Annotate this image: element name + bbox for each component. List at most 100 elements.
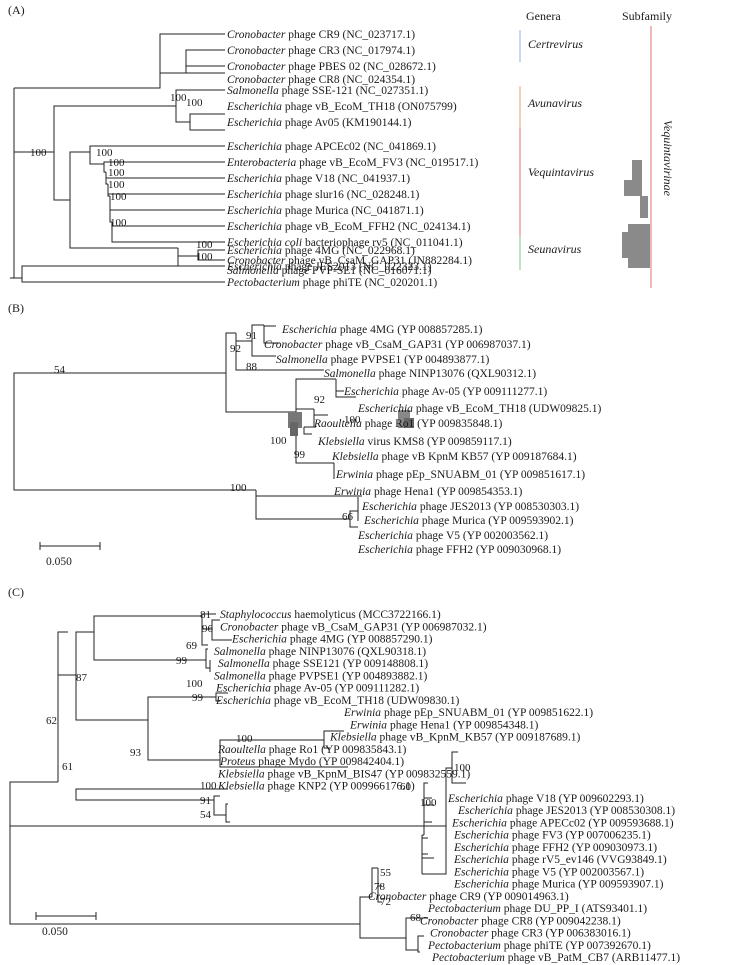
bootstrap-value: 61 — [62, 761, 73, 773]
bootstrap-value: 100 — [236, 733, 253, 745]
genera-column: CertrevirusAvunavirusVequintavirusSeunav… — [519, 26, 675, 288]
taxon-label: Klebsiella phage vB_KpnM_BIS47 (YP 00983… — [217, 768, 470, 780]
bootstrap-value: 100 — [230, 482, 247, 494]
bootstrap-value: 91 — [200, 795, 211, 807]
taxon-label: Raoultella phage Ro1 (YP 009835843.1) — [217, 744, 407, 756]
taxon-label: Cronobacter phage CR8 (YP 009042238.1) — [420, 915, 621, 927]
taxon-label: Salmonella phage NINP13076 (QXL90318.1) — [214, 646, 426, 658]
taxon-label: Escherichia phage vB_EcoM_TH18 (UDW09830… — [215, 695, 460, 707]
taxon-label: Escherichia phage FFH2 (YP 009030973.1) — [453, 842, 657, 854]
taxon-label: Escherichia phage FFH2 (YP 009030968.1) — [357, 544, 561, 556]
taxon-label: Cronobacter phage CR9 (YP 009014963.1) — [368, 891, 569, 903]
taxon-label: Cronobacter phage CR8 (NC_024354.1) — [227, 74, 415, 86]
taxon-label: Salmonella phage PVPSE1 (YP 004893877.1) — [276, 354, 489, 366]
taxon-label: Erwinia phage Hena1 (YP 009854353.1) — [333, 486, 523, 498]
bootstrap-value: 100 — [344, 414, 361, 426]
taxon-label: Escherichia phage JES2013 (YP 008530308.… — [457, 805, 675, 817]
genus-label: Avunavirus — [527, 96, 582, 110]
taxon-label: Escherichia phage Av-05 (YP 009111277.1) — [343, 386, 547, 398]
taxon-label: Escherichia phage JES2013 (NC_022323.1) — [226, 261, 432, 273]
bootstrap-value: 72 — [380, 896, 391, 908]
bootstrap-value: 78 — [374, 881, 386, 893]
taxon-label: Pectobacterium phage phiTE (YP 007392670… — [427, 940, 651, 952]
bootstrap-value: 54 — [200, 809, 212, 821]
bootstrap-value: 100 — [96, 147, 113, 159]
panel-c-scale-bar — [35, 912, 97, 920]
taxon-label: Escherichia phage V5 (YP 002003567.1) — [453, 866, 644, 878]
bootstrap-value: 100 — [196, 239, 213, 251]
taxon-label: Escherichia phage V18 (YP 009602293.1) — [447, 793, 644, 805]
taxon-label: Salmonella phage SSE121 (YP 009148808.1) — [218, 658, 428, 670]
subfamily-column-header: Subfamily — [622, 9, 672, 23]
taxon-label: Escherichia phage vB_EcoM_FFH2 (NC_02413… — [226, 221, 471, 233]
subfamily-label: Vequintavirinae — [661, 120, 675, 197]
bootstrap-value: 93 — [130, 747, 142, 759]
taxon-label: Escherichia phage vB_EcoM_TH18 (ON075799… — [226, 101, 457, 113]
taxon-label: Raoultella phage Ro1 (YP 009835848.1) — [313, 418, 503, 430]
panel-a: (A) Genera Subfamily — [8, 3, 672, 283]
taxon-label: Cronobacter phage PBES 02 (NC_028672.1) — [227, 61, 436, 73]
taxon-label: Salmonella phage SSE-121 (NC_027351.1) — [227, 85, 428, 97]
bootstrap-value: 100 — [270, 435, 287, 447]
bootstrap-value: 66 — [342, 511, 354, 523]
taxon-label: Escherichia phage APECc02 (YP 009593688.… — [451, 817, 674, 829]
taxon-label: Escherichia phage JES2013 (YP 008530303.… — [361, 501, 579, 513]
bootstrap-value: 100 — [108, 167, 125, 179]
panel-c-scale-label: 0.050 — [42, 926, 68, 938]
taxon-label: Cronobacter phage CR3 (NC_017974.1) — [227, 45, 415, 57]
bootstrap-value: 100 — [454, 762, 471, 774]
subfamily-gray-block — [624, 180, 642, 196]
panel-b-scale-label: 0.050 — [46, 556, 72, 568]
genus-label: Certrevirus — [528, 37, 583, 51]
taxon-label: Klebsiella phage KNP2 (YP 009966176.1) — [217, 781, 415, 793]
bootstrap-value: 100 — [200, 780, 217, 792]
bootstrap-value: 96 — [202, 623, 214, 635]
subfamily-gray-block — [622, 232, 650, 258]
taxon-labels: Cronobacter phage CR9 (NC_023717.1) Crono… — [214, 29, 680, 964]
bootstrap-value: 92 — [314, 394, 325, 406]
taxon-label: Proteus phage Mydo (YP 009842404.1) — [219, 756, 404, 768]
panel-b-scale-bar — [39, 542, 101, 550]
bootstrap-value: 91 — [246, 330, 257, 342]
bootstrap-value: 100 — [196, 251, 213, 263]
bootstrap-value: 100 — [170, 92, 187, 104]
taxon-label: Escherichia phage APCEc02 (NC_041869.1) — [226, 141, 436, 153]
bootstrap-value: 54 — [54, 364, 66, 376]
taxon-label: Erwinia phage pEp_SNUABM_01 (YP 00985161… — [335, 469, 585, 481]
bootstrap-value: 99 — [294, 449, 306, 461]
panel-a-branches — [10, 33, 225, 283]
taxon-label: Escherichia phage slur16 (NC_028248.1) — [226, 189, 419, 201]
panel-c-label: (C) — [8, 585, 24, 599]
bootstrap-value: 100 — [186, 97, 203, 109]
taxon-label: Cronobacter phage CR3 (YP 006383016.1) — [430, 928, 631, 940]
taxon-label: Salmonella phage PVP-SE1 (NC_016071.1) — [227, 265, 432, 277]
genus-label: Vequintavirus — [528, 165, 594, 179]
taxon-label: Escherichia phage vB_EcoM_TH18 (UDW09825… — [357, 403, 602, 415]
bootstrap-value: 99 — [192, 692, 204, 704]
taxon-label: Cronobacter phage vB_CsaM_GAP31 (YP 0069… — [264, 339, 531, 351]
bootstrap-value: 68 — [410, 912, 422, 924]
bootstrap-value: 62 — [46, 715, 57, 727]
taxon-label: Escherichia phage Murica (NC_041871.1) — [226, 205, 424, 217]
taxon-label: Escherichia coli bacteriophage rv5 (NC_0… — [226, 237, 463, 249]
taxon-label: Escherichia phage FV3 (YP 007006235.1) — [453, 830, 651, 842]
bootstrap-value: 81 — [200, 609, 211, 621]
taxon-label: Cronobacter phage CR9 (NC_023717.1) — [227, 29, 415, 41]
panel-a-label: (A) — [8, 3, 25, 17]
taxon-label: Erwinia phage Hena1 (YP 009854348.1) — [349, 719, 539, 731]
taxon-label: Staphylococcus haemolyticus (MCC3722166.… — [220, 609, 441, 621]
bootstrap-value: 87 — [76, 672, 88, 684]
bootstrap-value: 100 — [186, 678, 203, 690]
panel-b: (B) 0.050 — [8, 301, 414, 568]
taxon-label: Escherichia phage Av05 (KM190144.1) — [226, 117, 412, 129]
bootstrap-value: 88 — [246, 361, 258, 373]
taxon-label: Escherichia phage 4MG (YP 008857290.1) — [231, 634, 433, 646]
bootstrap-value: 92 — [230, 343, 241, 355]
taxon-label: Escherichia phage rV5_ev146 (VVG93849.1) — [453, 854, 667, 866]
bootstrap-value: 100 — [110, 191, 127, 203]
subfamily-gray-block — [632, 160, 642, 192]
taxon-label: Klebsiella virus KMS8 (YP 009859117.1) — [317, 436, 512, 448]
taxon-label: Escherichia phage Murica (YP 009593902.1… — [363, 515, 574, 527]
